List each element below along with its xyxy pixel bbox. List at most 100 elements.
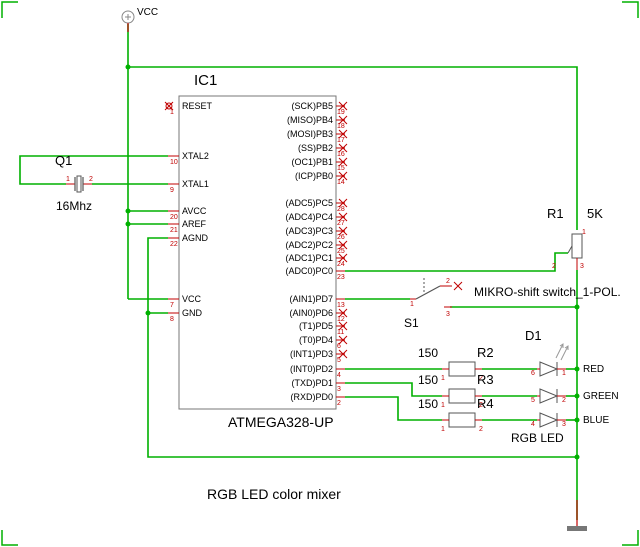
pin-name: (ICP)PB0 (295, 171, 333, 181)
pin-number: 10 (170, 159, 178, 166)
pin-number: 11 (337, 329, 344, 336)
pin-number: 9 (170, 187, 174, 194)
led-pin-blue-in: 4 (531, 421, 535, 428)
no-connect-icon (338, 171, 348, 181)
pin-number: 1 (170, 109, 174, 116)
no-connect-icon (338, 308, 348, 318)
ic-right-pins: (SCK)PB519(MISO)PB418(MOSI)PB317(SS)PB21… (285, 101, 348, 407)
pin-number: 6 (337, 343, 341, 350)
switch-pin1: 1 (410, 301, 414, 308)
no-connect-icon (338, 321, 348, 331)
switch-ref: S1 (404, 316, 419, 330)
wire-xtal2 (19, 155, 168, 185)
led-channel-red: RED (583, 364, 604, 375)
pin-name: (AIN1)PD7 (289, 294, 333, 304)
pin-number: 5 (337, 357, 341, 364)
resistor-pin2: 2 (479, 375, 483, 382)
no-connect-icon (338, 226, 348, 236)
pin-number: 28 (337, 206, 345, 213)
rgb-led-d1: D1 6 1 5 2 4 3 RED GREEN BLUE RGB LED (511, 328, 619, 445)
wire-agnd (147, 237, 577, 458)
no-connect-icon (338, 335, 348, 345)
pin-name: VCC (182, 294, 202, 304)
pot-pin2: 2 (552, 263, 556, 270)
pin-name: (ADC0)PC0 (285, 266, 333, 276)
pin-name: (TXD)PD1 (291, 378, 333, 388)
pot-value: 5K (587, 206, 603, 221)
pin-number: 19 (337, 109, 345, 116)
pin-name: (MISO)PB4 (287, 115, 333, 125)
resistor-pin1: 1 (441, 426, 445, 433)
pin-name: GND (182, 308, 203, 318)
led-diode-red-icon (537, 361, 566, 377)
pot-pin1: 1 (582, 229, 586, 236)
ground-symbol (567, 500, 587, 531)
pin-number: 13 (337, 302, 345, 309)
pin-number: 18 (337, 123, 345, 130)
pin-number: 3 (337, 386, 341, 393)
resistor-ref: R4 (477, 396, 494, 411)
ic-pin-icppb0: (ICP)PB0 14 (295, 171, 348, 186)
resistor-r3: 150 R3 1 2 (418, 372, 494, 409)
no-connect-icon (338, 101, 348, 111)
resistor-pin2: 2 (479, 402, 483, 409)
pin-name: XTAL1 (182, 179, 209, 189)
pin-name: RESET (182, 101, 213, 111)
resistor-pin1: 1 (441, 375, 445, 382)
ic-pin-t1pd5: (T1)PD5 11 (299, 321, 348, 336)
pin-number: 21 (170, 227, 178, 234)
wires (19, 24, 578, 520)
switch-pin2: 2 (446, 278, 450, 285)
no-connect-icon (338, 143, 348, 153)
ic-ref: IC1 (194, 72, 217, 89)
pin-name: (ADC5)PC5 (285, 198, 333, 208)
pin-number: 23 (337, 274, 345, 281)
pin-name: (ADC3)PC3 (285, 226, 333, 236)
led-channel-green: GREEN (583, 391, 619, 402)
resistor-value: 150 (418, 397, 438, 411)
pin-name: AREF (182, 219, 207, 229)
led-pin-green-in: 5 (531, 397, 535, 404)
ic-pin-reset: 1 RESET (170, 101, 213, 116)
ic-pin-txdpd1: (TXD)PD1 3 (291, 378, 345, 393)
led-ref: D1 (525, 328, 542, 343)
ic-pin-aref: 21 AREF (168, 219, 207, 234)
switch-s1: 1 2 3 S1 MIKRO-shift switch_1-POL. (404, 278, 621, 330)
pin-number: 17 (337, 137, 345, 144)
ic-pin-ain1pd7: (AIN1)PD7 13 (289, 294, 345, 309)
pin-number: 16 (337, 151, 345, 158)
resistor-r4: 150 R4 1 2 (418, 396, 494, 433)
resistors: 150 R2 1 2 150 R3 1 2 150 R4 1 2 (418, 345, 494, 433)
led-pin-blue-out: 3 (562, 421, 566, 428)
led-channel-blue: BLUE (583, 415, 609, 426)
pin-name: AVCC (182, 206, 207, 216)
no-connect-icon (338, 349, 348, 359)
ic-left-pins: 1RESET10XTAL29XTAL120AVCC21AREF22AGND7VC… (168, 101, 213, 323)
potentiometer-r1: R1 5K 1 2 3 (547, 206, 603, 270)
pin-number: 14 (337, 179, 345, 186)
led-pin-red-in: 6 (531, 370, 535, 377)
no-connect-icon (338, 115, 348, 125)
pin-name: (T1)PD5 (299, 321, 333, 331)
led-pin-red-out: 1 (562, 370, 566, 377)
led-light-arrows-icon (555, 343, 569, 361)
no-connect-icon (338, 240, 348, 250)
wire-pd1-r3 (345, 382, 442, 397)
vcc-label: VCC (137, 7, 158, 18)
led-pin-green-out: 2 (562, 397, 566, 404)
crystal-q1: Q1 1 2 16Mhz (55, 153, 93, 213)
wire-pd0-r4 (345, 396, 442, 421)
resistor-ref: R3 (477, 372, 494, 387)
vcc-symbol: VCC (121, 7, 158, 32)
